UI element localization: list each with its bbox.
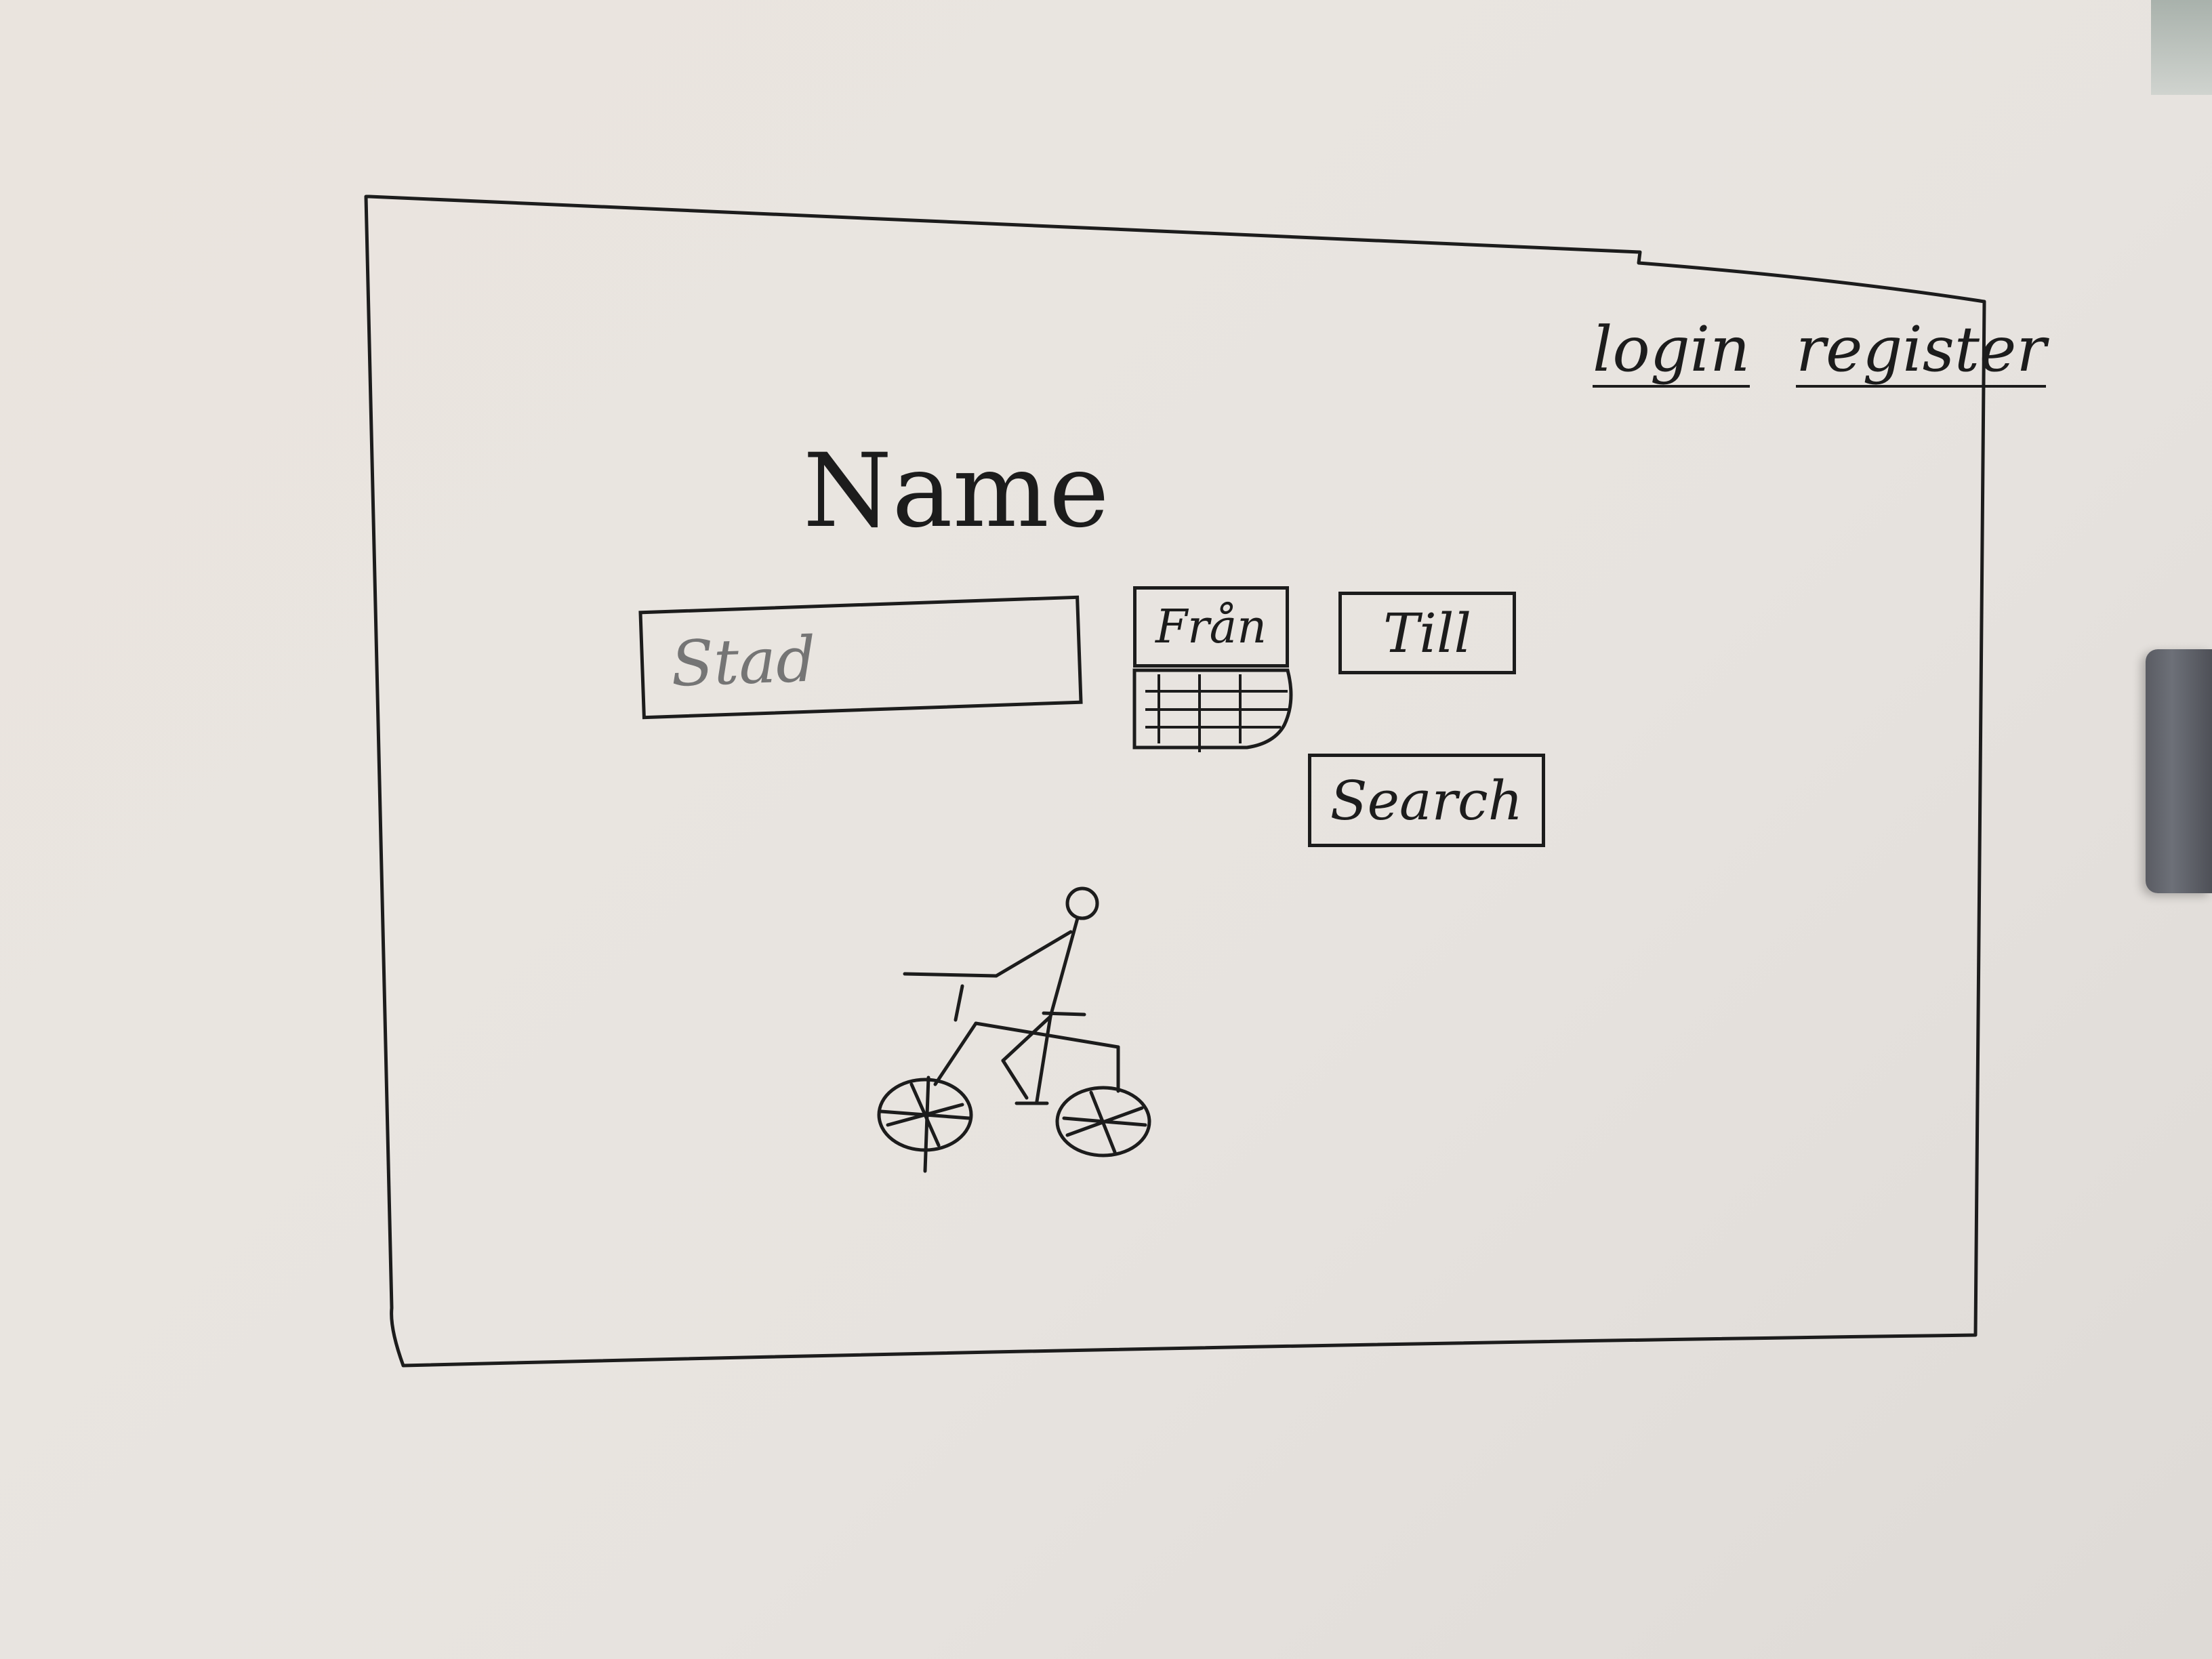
page-title: Name [803,432,1109,550]
city-field [638,595,1083,720]
from-date-label: Från [1155,600,1267,654]
from-date-field[interactable]: Från [1133,586,1289,668]
login-link[interactable]: login [1593,319,1750,388]
wall-edge [2151,0,2212,95]
to-date-label: Till [1382,601,1472,665]
city-input[interactable] [642,598,1080,716]
search-button[interactable]: Search [1308,754,1545,847]
calendar-icon[interactable] [1132,668,1298,752]
whiteboard-eraser [2146,649,2212,893]
to-date-field[interactable]: Till [1338,592,1516,674]
register-link[interactable]: register [1796,319,2047,388]
search-button-label: Search [1330,769,1523,832]
